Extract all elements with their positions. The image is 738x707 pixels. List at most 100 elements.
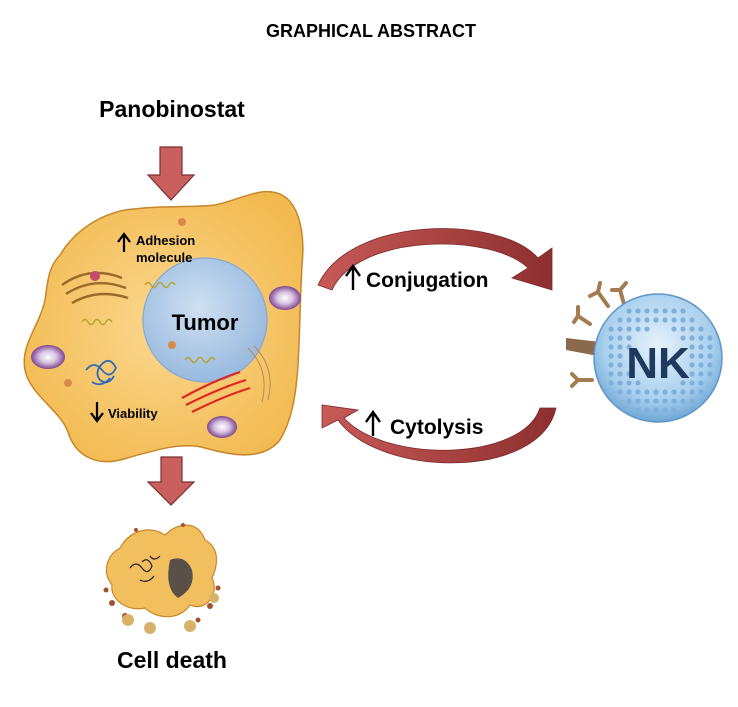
nk-granule-dot — [671, 407, 677, 413]
nk-granule-dot — [680, 308, 686, 314]
nk-granule-dot — [662, 389, 668, 395]
cytolysis-up-arrow-icon — [365, 409, 381, 436]
nk-cell-body — [593, 293, 723, 423]
nk-granule-dot — [680, 335, 686, 341]
nk-granule-dot — [608, 380, 614, 386]
nk-granule-dot — [680, 389, 686, 395]
nk-granule-dot — [635, 308, 641, 314]
nk-granule-dot — [626, 344, 632, 350]
adhesion-label-line1: Adhesion — [136, 233, 195, 248]
cytolysis-arrow — [321, 404, 557, 464]
er-outline-icon — [247, 345, 271, 403]
nk-granule-dot — [707, 362, 713, 368]
nk-granule-dot — [626, 326, 632, 332]
nk-granule-dot — [626, 335, 632, 341]
nk-granule-dot — [698, 371, 704, 377]
nk-granule-dot — [617, 335, 623, 341]
nk-granule-dot — [698, 326, 704, 332]
granule-icon — [168, 341, 176, 349]
nk-granule-dot — [608, 362, 614, 368]
nk-granule-dot — [635, 326, 641, 332]
er-icon — [181, 370, 251, 413]
conjugation-arrow — [317, 228, 553, 291]
vesicle-icon — [207, 416, 237, 438]
outcome-arrow — [146, 456, 196, 506]
nk-granule-dot — [689, 362, 695, 368]
nk-granule-dot — [617, 371, 623, 377]
nk-granule-dot — [608, 326, 614, 332]
receptor-icon — [570, 281, 628, 388]
chromatin-fragment-icon — [129, 555, 161, 582]
nk-granule-dot — [617, 389, 623, 395]
nk-granule-dot — [617, 362, 623, 368]
nk-granule-dot — [644, 407, 650, 413]
ligand-icon — [566, 338, 600, 356]
nk-granule-dot — [707, 353, 713, 359]
nk-granule-dot — [626, 371, 632, 377]
nk-granule-dot — [608, 335, 614, 341]
nk-granule-dot — [626, 308, 632, 314]
nk-granule-dot — [644, 308, 650, 314]
nk-granule-dot — [680, 326, 686, 332]
nk-granule-dot — [689, 335, 695, 341]
cytolysis-label: Cytolysis — [390, 416, 483, 439]
tumor-label: Tumor — [172, 310, 239, 335]
nk-granule-dot — [653, 317, 659, 323]
vesicle-icon — [31, 345, 65, 369]
nk-granule-dot — [653, 398, 659, 404]
nk-granule-dot — [698, 335, 704, 341]
nk-granule-dot — [698, 362, 704, 368]
nk-granule-dot — [617, 344, 623, 350]
nk-granule-dot — [689, 353, 695, 359]
vesicle-icon — [269, 286, 301, 310]
nk-granule-dot — [617, 353, 623, 359]
nk-granule-dot — [671, 317, 677, 323]
dna-icon — [81, 281, 216, 364]
nk-granule-dot — [635, 389, 641, 395]
nk-granule-dot — [635, 407, 641, 413]
nk-granule-dot — [662, 317, 668, 323]
nk-granule-dot — [626, 389, 632, 395]
nk-granule-dot — [689, 317, 695, 323]
nk-label: NK — [626, 339, 690, 388]
nk-granule-dot — [689, 326, 695, 332]
nucleus — [142, 257, 268, 383]
tumor-cell — [23, 190, 304, 463]
nk-granule-dot — [707, 371, 713, 377]
nk-granule-dot — [689, 389, 695, 395]
nk-granule-dot — [617, 380, 623, 386]
nk-granule-dot — [626, 317, 632, 323]
adhesion-label-line2: molecule — [136, 250, 192, 265]
nk-granule-dot — [680, 398, 686, 404]
outcome-label: Cell death — [117, 647, 227, 673]
nk-granule-dot — [671, 398, 677, 404]
nk-granule-dot — [689, 380, 695, 386]
dead-cell — [103, 523, 221, 634]
fragment-icon — [168, 558, 193, 598]
nk-granule-dot — [662, 398, 668, 404]
conjugation-label: Conjugation — [366, 269, 488, 292]
nk-granule-dot — [698, 389, 704, 395]
conjugation-up-arrow-icon — [345, 263, 361, 290]
nk-granule-dot — [698, 353, 704, 359]
nk-granule-dot — [644, 326, 650, 332]
nk-granule-dot — [653, 407, 659, 413]
nk-granule-dot — [671, 308, 677, 314]
nk-granule-dot — [626, 380, 632, 386]
nk-granule-dot — [644, 398, 650, 404]
nk-granule-dot — [698, 380, 704, 386]
nk-granule-dot — [662, 407, 668, 413]
nk-granule-dot — [644, 389, 650, 395]
title: GRAPHICAL ABSTRACT — [266, 21, 476, 41]
nk-granule-dot — [617, 326, 623, 332]
nk-granule-dot — [608, 371, 614, 377]
drug-label: Panobinostat — [99, 96, 245, 122]
nk-granule-dot — [608, 353, 614, 359]
chromatin-icon — [85, 359, 118, 386]
nk-granule-dot — [689, 398, 695, 404]
bleb-icon — [122, 593, 219, 634]
nk-granule-dot — [689, 344, 695, 350]
nk-granule-dot — [671, 389, 677, 395]
